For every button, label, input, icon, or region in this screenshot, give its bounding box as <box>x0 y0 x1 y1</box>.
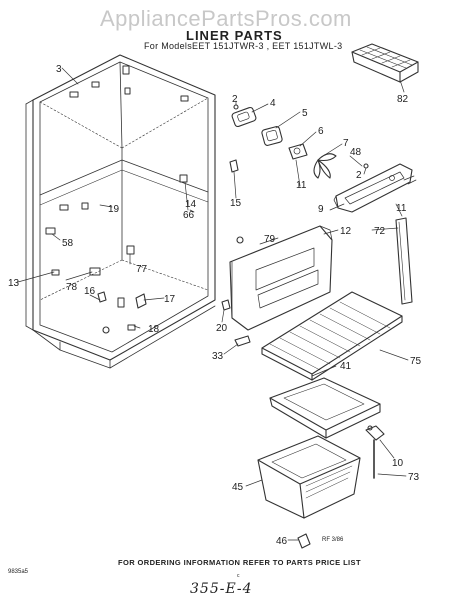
callout-15: 15 <box>230 198 242 209</box>
callout-6: 6 <box>318 126 324 137</box>
callout-5: 5 <box>302 108 308 119</box>
callout-48: 48 <box>350 147 362 158</box>
drawing-stamp: RF 3/86 <box>322 537 344 543</box>
callout-19: 19 <box>108 204 120 215</box>
callout-11a: 11 <box>296 180 307 191</box>
callout-75: 75 <box>410 356 422 367</box>
handwritten-page-number: 355-E-4 <box>190 581 253 597</box>
channel-strip <box>395 217 413 305</box>
ordering-note: FOR ORDERING INFORMATION REFER TO PARTS … <box>118 558 361 567</box>
callout-16: 16 <box>84 286 96 297</box>
callout-73: 73 <box>408 472 420 483</box>
callout-20: 20 <box>216 323 228 334</box>
callout-12: 12 <box>340 226 352 237</box>
crisper-pan <box>257 435 361 519</box>
page-title: LINER PARTS <box>186 28 283 43</box>
model-numbers: For ModelsEET 151JTWR-3 , EET 151JTWL-3 <box>144 41 343 51</box>
callout-66: 66 <box>183 210 195 221</box>
page-mark: c <box>237 573 240 579</box>
damper-control <box>365 425 385 479</box>
callout-79: 79 <box>264 234 276 245</box>
callout-45: 45 <box>232 482 244 493</box>
callout-82: 82 <box>397 94 409 105</box>
callout-18: 18 <box>148 324 160 335</box>
wire-shelf <box>261 291 403 381</box>
callout-72: 72 <box>374 226 386 237</box>
callout-14: 14 <box>185 199 197 210</box>
callout-7: 7 <box>343 138 349 149</box>
leader-lines <box>17 67 409 541</box>
document-code: 9835a5 <box>8 569 29 575</box>
ice-tray <box>351 43 419 83</box>
crisper-cover <box>269 377 381 439</box>
callout-2: 2 <box>232 94 238 105</box>
evaporator-cover <box>229 225 333 331</box>
small-parts <box>97 159 311 549</box>
callout-4: 4 <box>270 98 276 109</box>
control-housing <box>333 163 417 213</box>
callout-77: 77 <box>136 264 148 275</box>
liner-cabinet <box>25 54 216 369</box>
watermark: AppliancePartsPros.com <box>100 6 352 31</box>
callout-13: 13 <box>8 278 20 289</box>
callout-11b: 11 <box>396 203 407 214</box>
callout-labels: 3 82 2 4 5 6 7 48 2 11 11 9 19 14 66 15 … <box>8 64 422 547</box>
callout-3: 3 <box>56 64 62 75</box>
callout-33: 33 <box>212 351 224 362</box>
callout-58: 58 <box>62 238 74 249</box>
callout-17: 17 <box>164 294 176 305</box>
callout-41: 41 <box>340 361 352 372</box>
callout-78: 78 <box>66 282 78 293</box>
callout-2b: 2 <box>356 170 362 181</box>
callout-46: 46 <box>276 536 288 547</box>
callout-9: 9 <box>318 204 324 215</box>
callout-10: 10 <box>392 458 404 469</box>
